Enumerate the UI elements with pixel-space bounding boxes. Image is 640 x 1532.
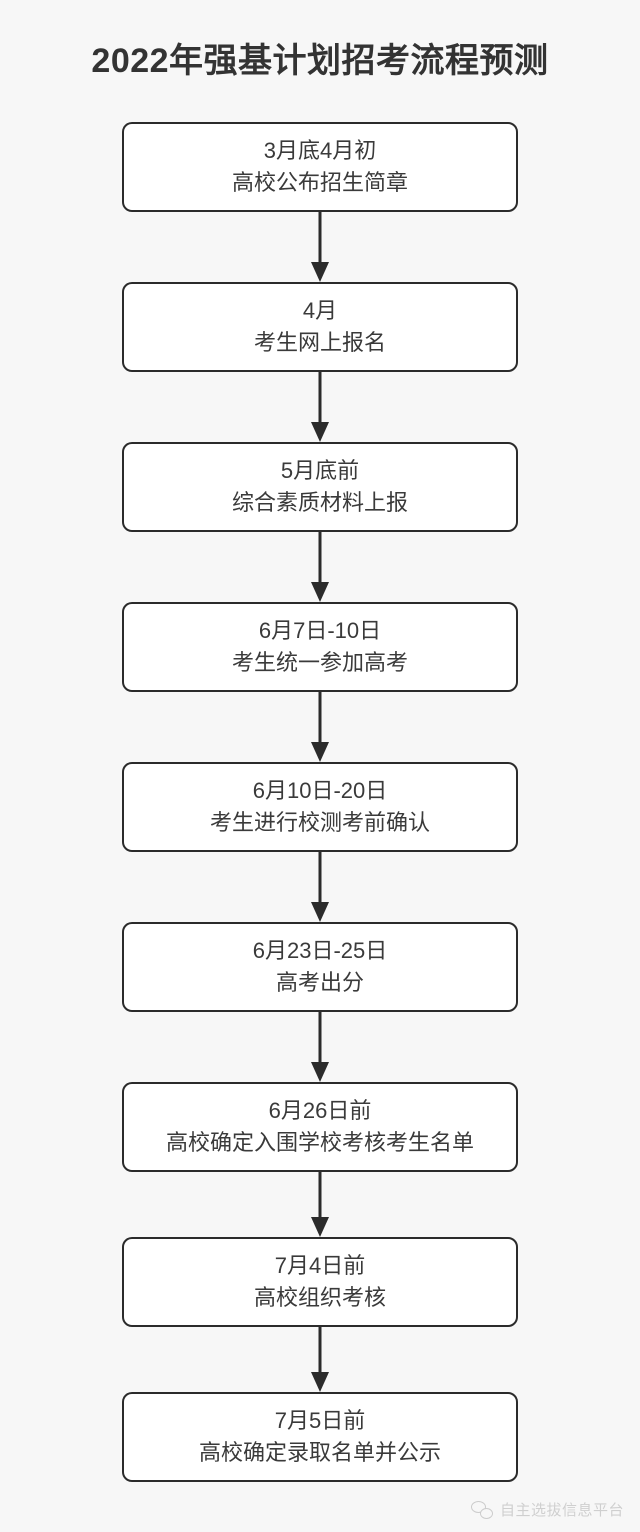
page-title-container: 2022年强基计划招考流程预测 (0, 30, 640, 94)
arrow-stem (318, 1172, 322, 1219)
arrow-down-icon (311, 422, 329, 442)
flow-arrow-7-8 (308, 1172, 332, 1237)
arrow-down-icon (311, 902, 329, 922)
flow-node-7: 6月26日前 高校确定入围学校考核考生名单 (122, 1082, 518, 1172)
watermark-text: 自主选拔信息平台 (499, 1502, 624, 1519)
flow-arrow-1-2 (308, 212, 332, 282)
flow-node-8-action: 高校组织考核 (253, 1285, 386, 1310)
flow-node-6-action: 高考出分 (275, 970, 364, 995)
flow-node-7-time: 6月26日前 (268, 1098, 372, 1123)
flow-node-9: 7月5日前 高校确定录取名单并公示 (122, 1392, 518, 1482)
arrow-down-icon (311, 582, 329, 602)
flow-node-3: 5月底前 综合素质材料上报 (122, 442, 518, 532)
flow-node-6: 6月23日-25日 高考出分 (122, 922, 518, 1012)
arrow-stem (318, 372, 322, 424)
flow-arrow-4-5 (308, 692, 332, 762)
arrow-stem (318, 1012, 322, 1064)
flow-arrow-3-4 (308, 532, 332, 602)
wechat-bubble-small (479, 1507, 493, 1519)
flow-node-2-action: 考生网上报名 (253, 330, 386, 355)
flow-node-1-action: 高校公布招生简章 (231, 170, 408, 195)
arrow-stem (318, 212, 322, 264)
arrow-down-icon (311, 1062, 329, 1082)
arrow-down-icon (311, 1372, 329, 1392)
flow-node-8: 7月4日前 高校组织考核 (122, 1237, 518, 1327)
arrow-stem (318, 532, 322, 584)
process-flow: 3月底4月初 高校公布招生简章 4月 考生网上报名 5月底前 综合素质材料上报 … (0, 122, 640, 1482)
arrow-stem (318, 692, 322, 744)
flow-node-1-time: 3月底4月初 (263, 138, 377, 163)
flow-node-7-action: 高校确定入围学校考核考生名单 (165, 1130, 474, 1155)
flow-node-9-action: 高校确定录取名单并公示 (198, 1440, 441, 1465)
flow-node-4-action: 考生统一参加高考 (231, 650, 408, 675)
flow-node-3-time: 5月底前 (280, 458, 360, 483)
flow-node-9-time: 7月5日前 (274, 1408, 366, 1433)
page-title: 2022年强基计划招考流程预测 (91, 42, 549, 81)
flow-arrow-8-9 (308, 1327, 332, 1392)
flow-node-5-action: 考生进行校测考前确认 (209, 810, 430, 835)
arrow-down-icon (311, 1217, 329, 1237)
arrow-stem (318, 1327, 322, 1374)
flow-node-8-time: 7月4日前 (274, 1253, 366, 1278)
arrow-down-icon (311, 262, 329, 282)
flow-node-2: 4月 考生网上报名 (122, 282, 518, 372)
flow-node-4-time: 6月7日-10日 (258, 618, 382, 643)
arrow-stem (318, 852, 322, 904)
wechat-bubble-large (470, 1500, 486, 1513)
flow-node-1: 3月底4月初 高校公布招生简章 (122, 122, 518, 212)
flow-node-6-time: 6月23日-25日 (252, 938, 388, 963)
flow-arrow-5-6 (308, 852, 332, 922)
wechat-icon (470, 1500, 493, 1519)
flow-node-3-action: 综合素质材料上报 (231, 490, 408, 515)
watermark: 自主选拔信息平台 (470, 1499, 624, 1520)
flow-node-5: 6月10日-20日 考生进行校测考前确认 (122, 762, 518, 852)
arrow-down-icon (311, 742, 329, 762)
flow-arrow-6-7 (308, 1012, 332, 1082)
flow-arrow-2-3 (308, 372, 332, 442)
flow-node-4: 6月7日-10日 考生统一参加高考 (122, 602, 518, 692)
flow-node-5-time: 6月10日-20日 (252, 778, 388, 803)
flow-node-2-time: 4月 (302, 298, 338, 323)
